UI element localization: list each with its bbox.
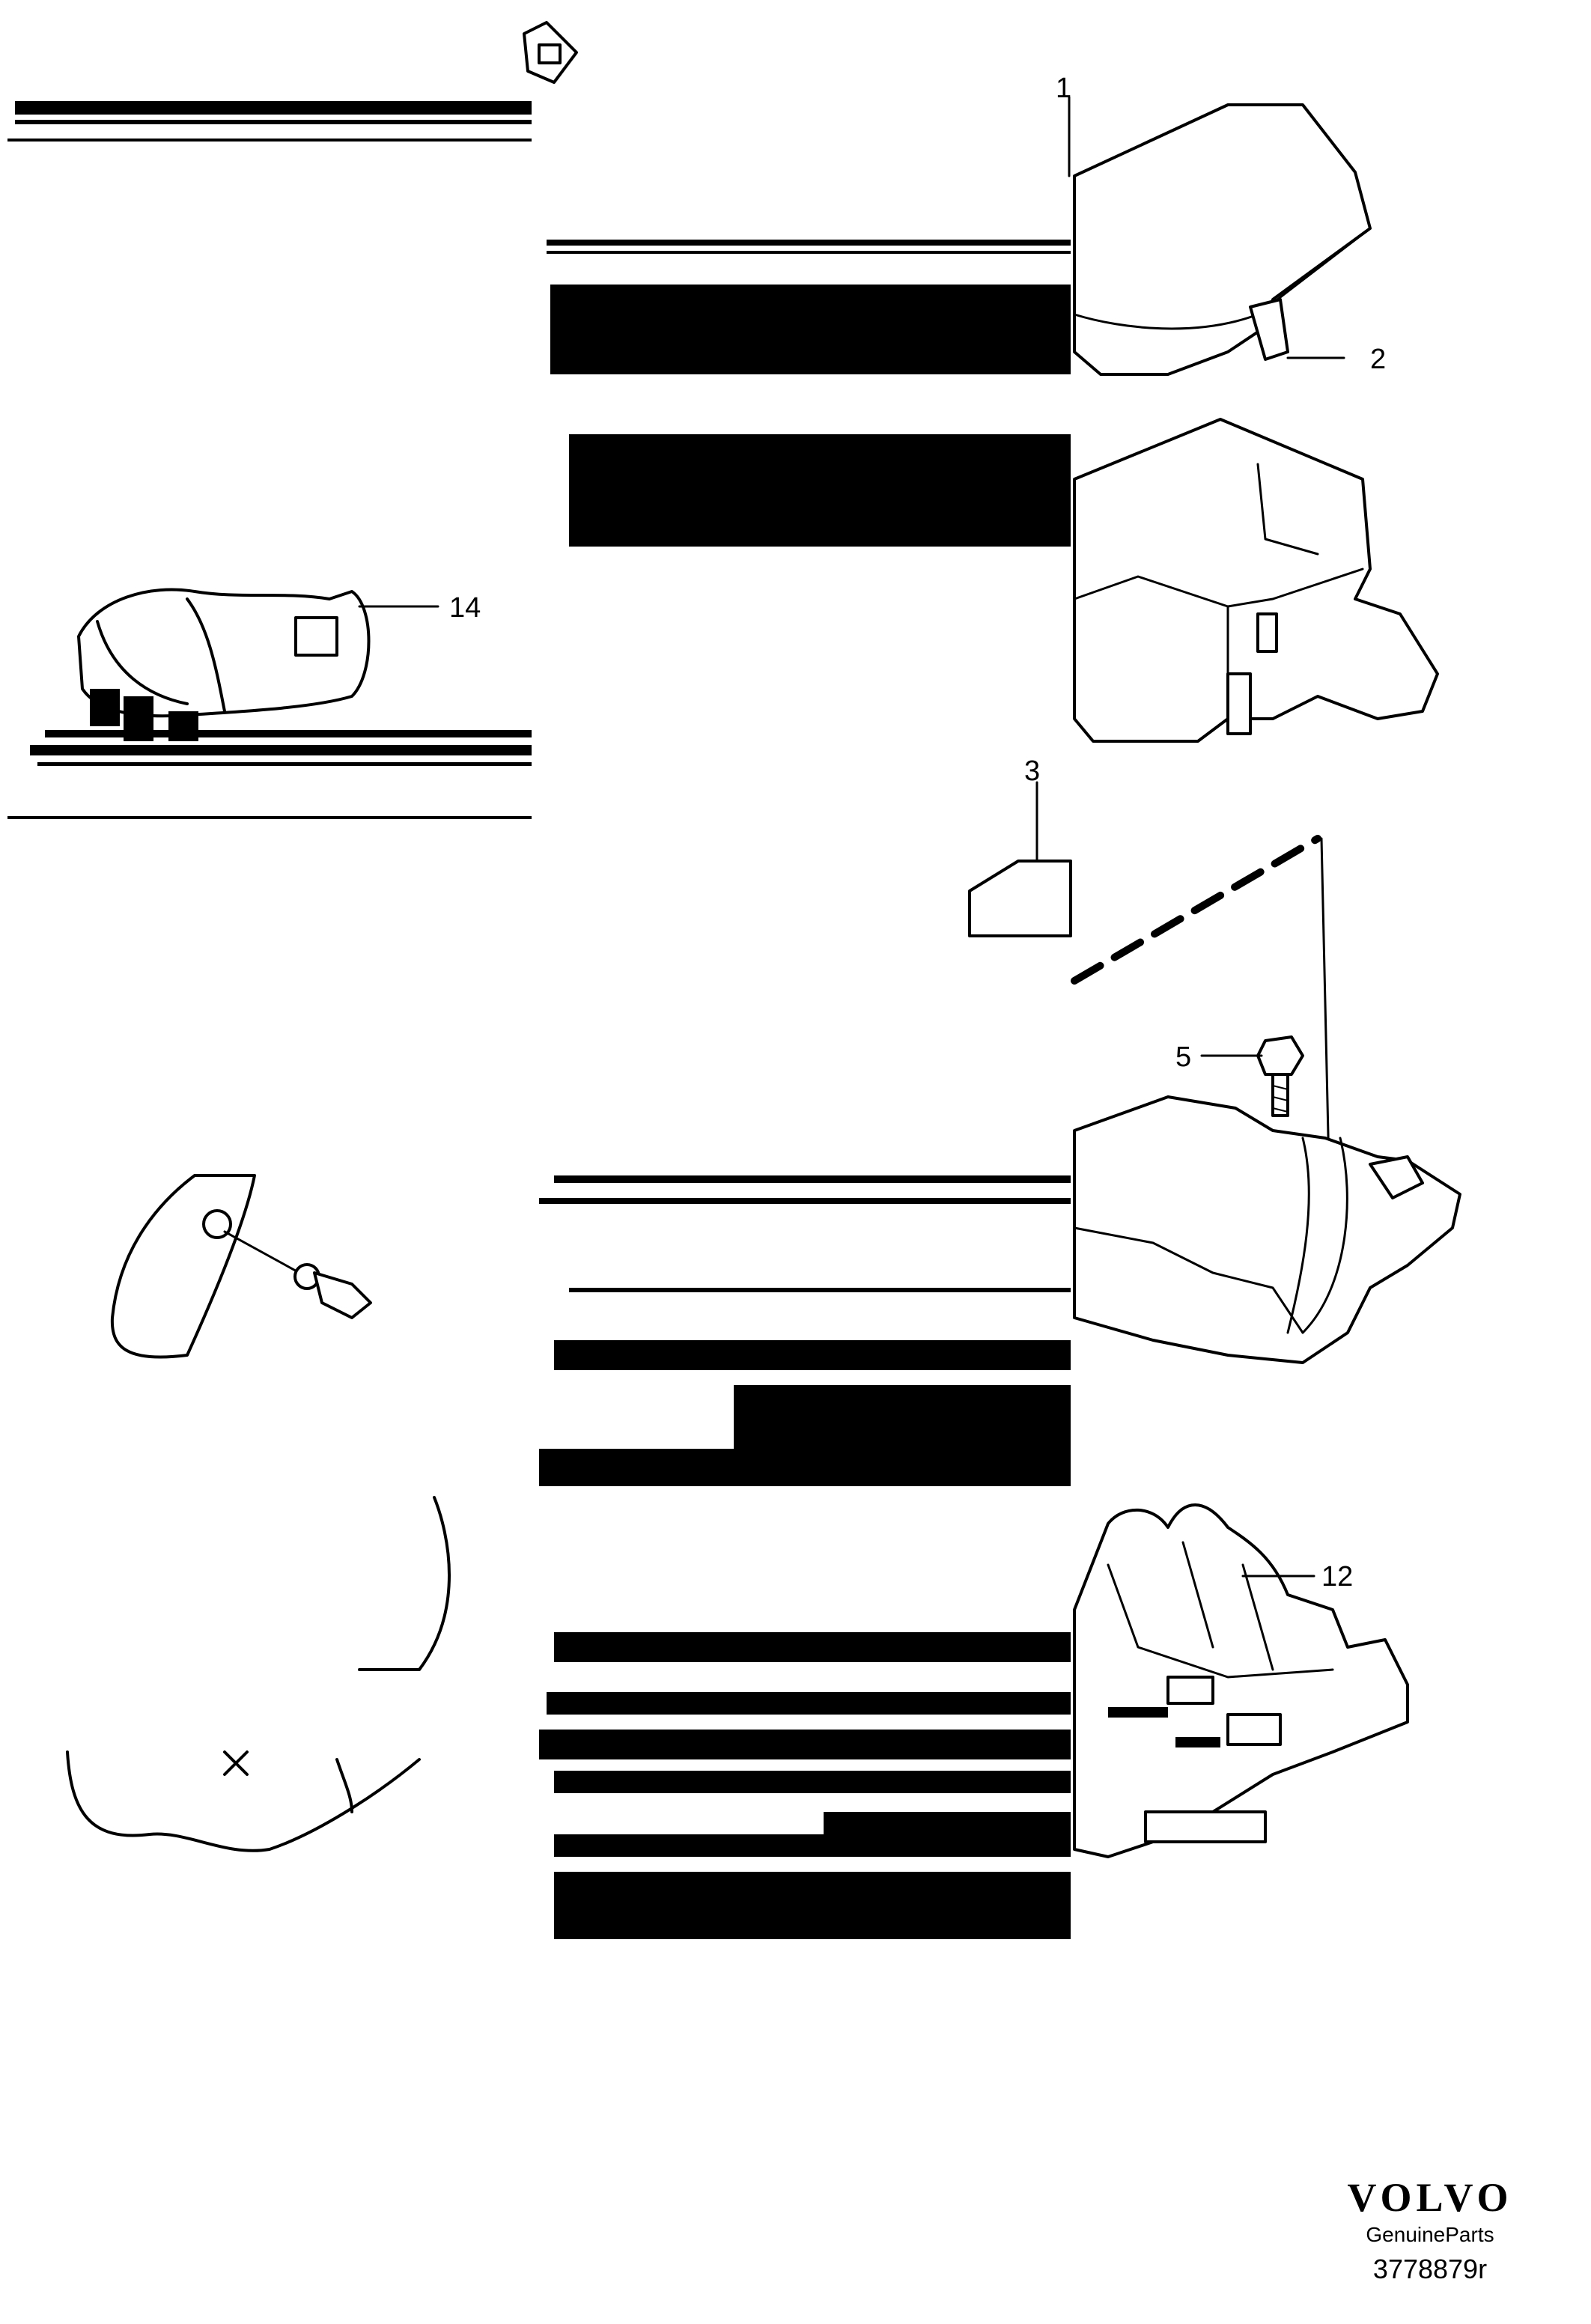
callout-labels: 1 2 3 5 12 14	[449, 73, 1386, 1593]
fuse-box-tray	[1073, 1095, 1461, 1364]
bolt-part	[1256, 1035, 1304, 1117]
callout-3: 3	[1024, 755, 1040, 787]
callout-12: 12	[1321, 1561, 1353, 1593]
leader-lines	[358, 96, 1345, 1578]
air-duct-part	[77, 588, 371, 741]
callout-2: 2	[1370, 344, 1386, 375]
middle-scan-bands	[539, 240, 1071, 1939]
top-left-connector	[523, 21, 578, 84]
push-clip-fastener	[223, 1230, 372, 1319]
bent-tube-part	[66, 1496, 451, 1852]
relay-holder-part	[1073, 1503, 1409, 1858]
brand-block: VOLVO GenuineParts 3778879r	[1303, 2175, 1557, 2289]
callout-14: 14	[449, 592, 481, 624]
left-scan-bands	[7, 101, 532, 819]
fuse-box-cover	[1073, 103, 1372, 376]
lower-hose-part	[110, 1174, 256, 1359]
fuse-box-housing-upper	[1073, 418, 1439, 743]
box-outline-part	[968, 835, 1330, 1169]
callout-1: 1	[1056, 73, 1071, 104]
genuine-parts-label: GenuineParts	[1366, 2223, 1494, 2246]
volvo-logo: VOLVO	[1347, 2175, 1513, 2220]
callout-5: 5	[1175, 1041, 1191, 1073]
diagram-reference: 3778879r	[1372, 2254, 1488, 2284]
